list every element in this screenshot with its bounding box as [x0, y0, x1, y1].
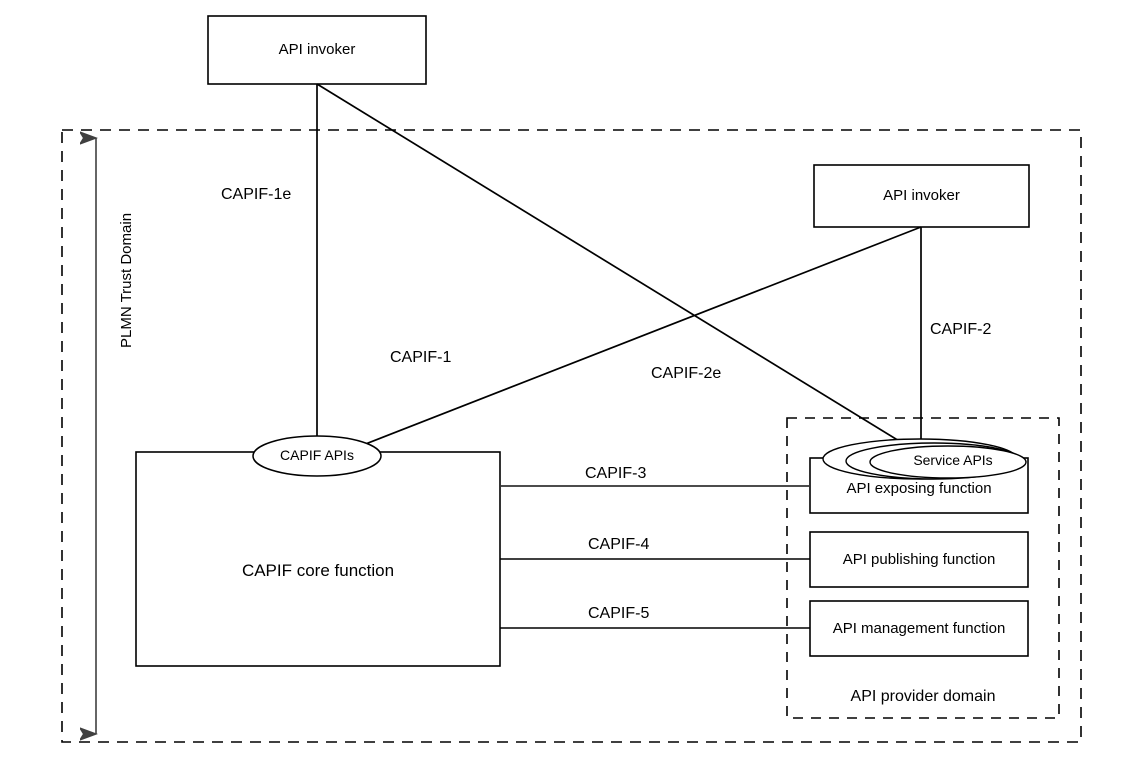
capif-1-link: [344, 226, 922, 453]
api-publishing-function-label: API publishing function: [842, 551, 996, 568]
api-provider-domain-label: API provider domain: [850, 688, 996, 705]
api-invoker-internal-label: API invoker: [883, 187, 960, 204]
api-exposing-function-label: API exposing function: [846, 480, 992, 497]
service-apis-ellipse-front: [869, 445, 1027, 479]
capif-1e-label: CAPIF-1e: [221, 186, 292, 203]
capif-core-function-box[interactable]: [135, 451, 501, 667]
api-invoker-external-box[interactable]: [207, 15, 427, 85]
capif-apis-ellipse: [252, 435, 382, 477]
capif-3-label: CAPIF-3: [585, 465, 647, 482]
plmn-trust-domain-label: PLMN Trust Domain: [118, 212, 135, 348]
capif-apis-label: CAPIF APIs: [280, 447, 354, 463]
capif-core-function-label: CAPIF core function: [241, 561, 395, 580]
api-publishing-function-box[interactable]: [809, 531, 1029, 588]
capif-2-label: CAPIF-2: [930, 321, 992, 338]
api-invoker-external-label: API invoker: [278, 41, 356, 58]
capif-4-label: CAPIF-4: [588, 536, 650, 553]
api-provider-domain-boundary: [786, 417, 1060, 719]
capif-2e-link: [316, 83, 923, 456]
service-apis-label: Service APIs: [913, 452, 993, 468]
plmn-trust-domain-boundary: [61, 129, 1082, 743]
capif-2e-label: CAPIF-2e: [651, 365, 722, 382]
api-management-function-label: API management function: [832, 620, 1006, 637]
capif-1-label: CAPIF-1: [390, 349, 452, 366]
capif-5-label: CAPIF-5: [588, 605, 650, 622]
